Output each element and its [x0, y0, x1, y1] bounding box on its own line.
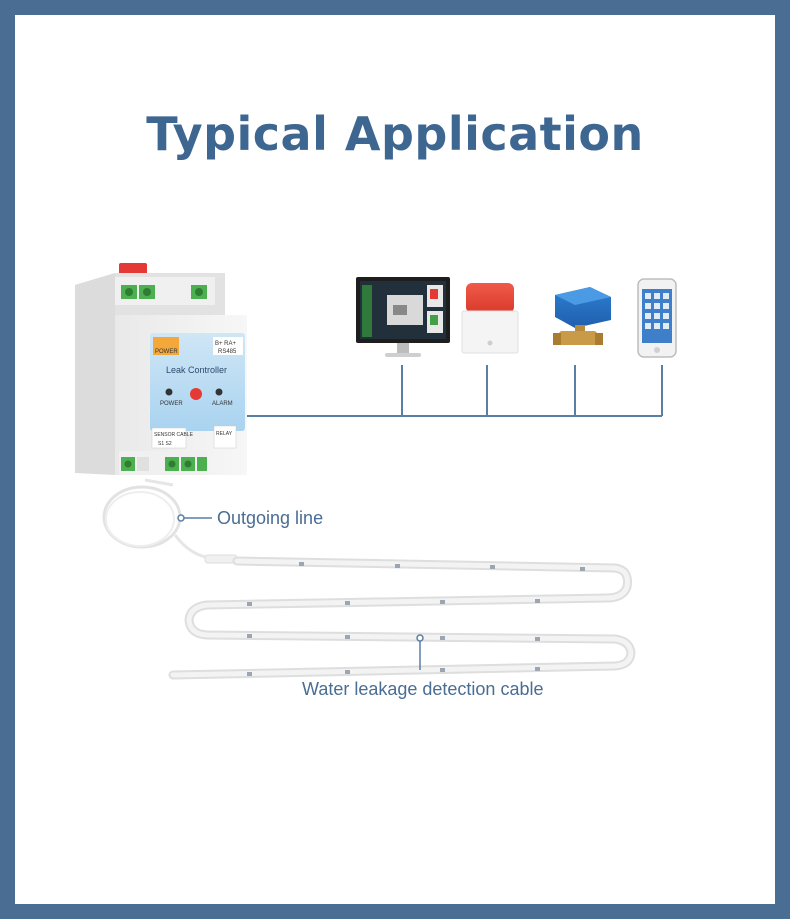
detection-cable-label: Water leakage detection cable [302, 679, 543, 699]
page-title: Typical Application [146, 107, 644, 161]
controller-name: Leak Controller [166, 365, 227, 375]
leak-controller: POWER B+ RA+ RS485 Leak Controller POWER… [75, 263, 247, 475]
siren-icon [461, 283, 519, 354]
rs485-tag [213, 337, 243, 355]
outgoing-line-label: Outgoing line [217, 508, 323, 528]
outgoing-line-coil [102, 478, 236, 562]
cable-markers [247, 562, 585, 676]
cable-callout: Water leakage detection cable [302, 634, 543, 699]
rs485-tag-label: RS485 [218, 349, 237, 355]
bottom-terminals [121, 457, 207, 471]
top-terminals [121, 285, 207, 299]
rs485-pins-label: B+ RA+ [215, 341, 237, 347]
monitor-icon [356, 277, 450, 357]
alarm-led-label: ALARM [212, 401, 233, 407]
sensor-tag [151, 427, 187, 449]
power-led-label: POWER [160, 401, 183, 407]
power-tag-label: POWER [155, 349, 178, 355]
outgoing-callout: Outgoing line [177, 508, 323, 528]
controller-side [75, 273, 115, 475]
controller-panel [150, 333, 245, 431]
sensor-pins-label: S1 S2 [158, 441, 172, 447]
application-diagram: POWER B+ RA+ RS485 Leak Controller POWER… [75, 263, 677, 699]
alarm-led [215, 388, 223, 396]
relay-tag [213, 425, 237, 449]
relay-tag-label: RELAY [216, 431, 233, 437]
power-led [165, 388, 173, 396]
phone-icon [637, 278, 677, 358]
bus-wiring [247, 365, 663, 417]
valve-icon [553, 287, 611, 345]
cable-connector [204, 554, 238, 564]
power-tag [153, 337, 179, 355]
detection-cable [168, 556, 636, 680]
sensor-tag-label: SENSOR CABLE [154, 432, 194, 438]
reset-button[interactable] [190, 388, 202, 400]
diagram-panel: Typical Application [15, 15, 775, 904]
